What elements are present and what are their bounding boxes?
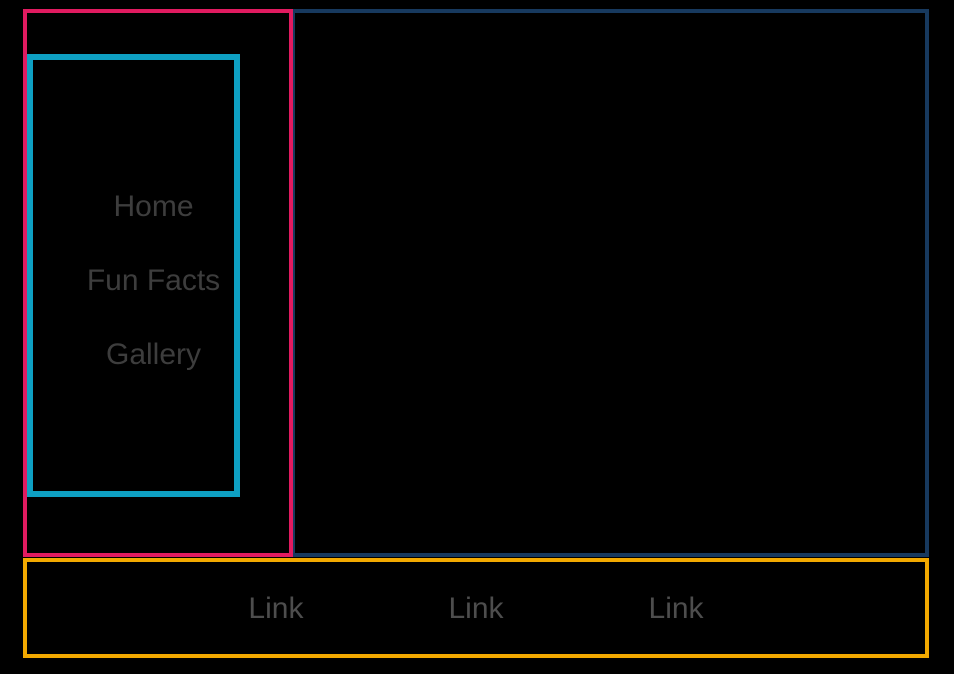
- nav-item-fun-facts[interactable]: Fun Facts: [86, 264, 221, 297]
- main-content: [291, 9, 929, 557]
- nav-menu: Home Fun Facts Gallery: [27, 54, 240, 497]
- footer: Link Link Link: [23, 558, 929, 658]
- nav-item-gallery[interactable]: Gallery: [105, 338, 202, 371]
- sidebar-column: [23, 9, 293, 557]
- footer-link-1[interactable]: Link: [248, 591, 304, 625]
- nav-item-home[interactable]: Home: [113, 190, 194, 223]
- footer-link-2[interactable]: Link: [448, 591, 504, 625]
- footer-link-3[interactable]: Link: [648, 591, 704, 625]
